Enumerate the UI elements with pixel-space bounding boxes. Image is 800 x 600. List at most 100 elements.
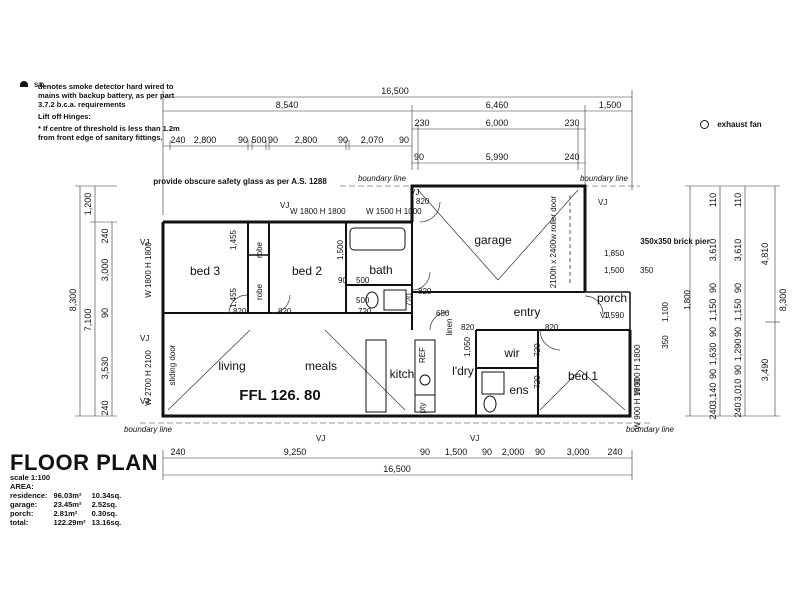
dim-b-0: 240	[170, 447, 185, 457]
dim-i-1500b: 1,500	[604, 266, 625, 275]
room-linen: linen	[445, 319, 454, 336]
pier-label: 350x350 brick pier	[640, 237, 709, 246]
room-entry: entry	[514, 305, 541, 319]
kitchen-bench	[365, 339, 436, 413]
vj-5: VJ	[140, 334, 149, 343]
vj-2: VJ	[410, 188, 419, 197]
vj-4: VJ	[140, 238, 149, 247]
dim-rd6: 90	[708, 369, 718, 379]
dim-i-1800: 1,800	[683, 289, 692, 310]
area-m2: 2.81m²	[53, 509, 78, 518]
dim-rd1: 3,610	[708, 239, 718, 262]
dim-i-90: 90	[338, 276, 347, 285]
exhaust-legend: exhaust fan	[700, 120, 762, 130]
dim-b-6: 90	[535, 447, 545, 457]
bottom-dimension-lines	[162, 450, 633, 480]
walls	[161, 184, 632, 418]
dim-right: 8,300 4,810 3,490 110 3,610 90 1,150 90 …	[708, 193, 788, 420]
room-meals: meals	[305, 359, 337, 373]
glass-note: provide obscure safety glass as per A.S.…	[153, 177, 327, 186]
dim-left-c0: 240	[100, 228, 110, 243]
dim-rc8: 240	[733, 402, 743, 417]
dim-b-8: 240	[607, 447, 622, 457]
dim-bottom-row: 240 9,250 90 1,500 90 2,000 90 3,000 240…	[170, 447, 622, 474]
dim-i-1850: 1,850	[604, 249, 625, 258]
dim-r1-4: 90	[268, 135, 278, 145]
dim-i-1590: 1,590	[604, 311, 625, 320]
roof-hip-lines	[167, 189, 626, 411]
dim-r1-2: 90	[238, 135, 248, 145]
room-garage: garage	[474, 233, 512, 247]
notes-block: S/D denotes smoke detector hard wired to…	[20, 80, 180, 145]
dim-i-1455b: 1,455	[229, 287, 238, 308]
dim-top-i: 240	[564, 152, 579, 162]
room-robe-1: robe	[255, 241, 264, 258]
shower	[383, 289, 407, 311]
boundary-top-2: boundary line	[580, 174, 629, 183]
dim-rc2: 90	[733, 283, 743, 293]
dim-i-500b: 500	[356, 296, 370, 305]
top-dimension-lines	[162, 90, 633, 215]
dim-left-c1: 3,000	[100, 259, 110, 282]
smoke-detector-note: denotes smoke detector hard wired to mai…	[38, 82, 175, 109]
dim-r1-1: 2,800	[194, 135, 217, 145]
area-m2: 23.45m²	[53, 500, 82, 509]
area-label: residence:	[10, 491, 48, 500]
vj-9: VJ	[600, 311, 609, 320]
dim-rd2: 90	[708, 283, 718, 293]
area-table: residence: 96.03m² 10.34sq. garage: 23.4…	[10, 491, 127, 527]
area-m2: 96.03m²	[53, 491, 82, 500]
window-w1: W 1800 H 1800	[290, 207, 346, 216]
room-ref: REF	[418, 347, 427, 363]
dim-top-e: 6,000	[486, 118, 509, 128]
area-heading: AREA:	[10, 482, 34, 491]
table-row: porch: 2.81m² 0.30sq.	[10, 509, 127, 518]
dim-r1-6: 90	[338, 135, 348, 145]
dim-i-820d: 820	[461, 323, 475, 332]
exhaust-label: exhaust fan	[717, 120, 762, 129]
dim-top-c: 1,500	[599, 100, 622, 110]
dim-rd5: 1,630	[708, 343, 718, 366]
area-sq: 0.30sq.	[91, 509, 118, 518]
dim-right-total: 8,300	[778, 289, 788, 312]
dim-i-720c: 720	[533, 375, 542, 389]
dim-rc5: 1,290	[733, 339, 743, 362]
hinges-note: * If centre of threshold is less than 1.…	[38, 124, 180, 142]
bathtub	[349, 227, 406, 251]
dim-i-820f: 820	[416, 197, 430, 206]
sliding-door-label: sliding door	[168, 344, 177, 385]
dim-i-1500: 1,500	[336, 239, 345, 260]
window-w2: W 1500 H 1000	[366, 207, 422, 216]
room-bed1: bed 1	[568, 369, 598, 383]
dim-right-a: 4,810	[760, 243, 770, 266]
dim-top-b: 6,460	[486, 100, 509, 110]
boundary-bottom-1: boundary line	[124, 425, 173, 434]
vj-1: VJ	[280, 201, 289, 210]
dim-left-c2: 90	[100, 308, 110, 318]
dim-b-7: 3,000	[567, 447, 590, 457]
dim-b-2: 90	[420, 447, 430, 457]
dim-top-a: 8,540	[276, 100, 299, 110]
dim-r1-7: 2,070	[361, 135, 384, 145]
table-row: total: 122.29m² 13.16sq.	[10, 518, 127, 527]
ensuite-shower	[481, 371, 505, 395]
dim-rc0: 110	[733, 193, 743, 207]
window-w6: W 900 H 1800	[633, 378, 642, 430]
dim-i-820b: 820	[278, 307, 292, 316]
room-living: living	[218, 359, 245, 373]
right-dimension-lines	[685, 185, 780, 417]
dim-i-350b: 350	[661, 335, 670, 349]
left-dimension-lines	[75, 185, 117, 417]
inner-dims: 1,455 1,455 1,500 500 820 820 720 820 68…	[229, 197, 692, 389]
dim-rc3: 1,150	[733, 299, 743, 322]
scale-label: scale 1:100	[10, 473, 51, 482]
dim-i-820e: 820	[545, 323, 559, 332]
table-row: garage: 23.45m² 2.52sq.	[10, 500, 127, 509]
dim-i-1050: 1,050	[463, 336, 472, 357]
dim-row1: 240 2,800 90 500 90 2,800 90 2,070 90	[170, 135, 409, 145]
dim-rc6: 90	[733, 365, 743, 375]
area-schedule: scale 1:100 AREA: residence: 96.03m² 10.…	[10, 473, 127, 527]
window-w3: W 1800 H 1800	[144, 242, 153, 298]
dim-bottom-total: 16,500	[383, 464, 411, 474]
dim-left-a: 1,200	[83, 193, 93, 216]
